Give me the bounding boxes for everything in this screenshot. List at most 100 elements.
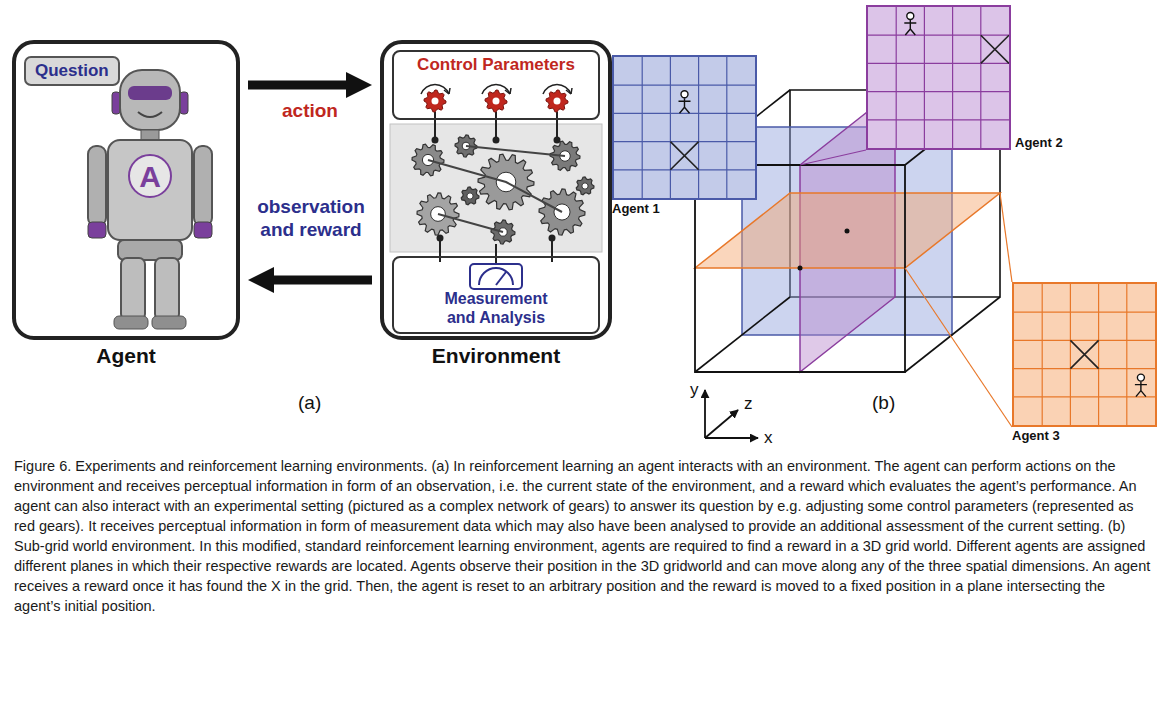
- illustration-part: [582, 183, 588, 189]
- illustration-part: [614, 169, 755, 170]
- illustration-part: [924, 7, 925, 148]
- illustration-part: [461, 187, 479, 205]
- illustration-part: [121, 258, 145, 320]
- illustration-part: [194, 146, 212, 226]
- illustration-part: [1014, 340, 1155, 341]
- illustration-part: [798, 266, 803, 271]
- illustration-part: [614, 85, 755, 86]
- illustration-part: [1014, 312, 1155, 313]
- agent-figure: [904, 13, 916, 36]
- control-gear: [421, 84, 450, 112]
- agent-figure: [679, 91, 691, 114]
- illustration-part: [614, 141, 755, 142]
- illustration-part: [546, 90, 568, 112]
- illustration-part: [670, 57, 671, 198]
- agent-figure: [1135, 374, 1147, 397]
- illustration-part: [496, 272, 506, 285]
- flow-arrow: [266, 276, 372, 285]
- illustration-part: [695, 297, 790, 372]
- illustration-part: [470, 264, 522, 289]
- illustration-part: [800, 150, 866, 165]
- measurement-box: Measurement and Analysis: [392, 256, 600, 334]
- node-text: Control Parameters: [417, 55, 575, 75]
- illustration-part: [551, 238, 553, 262]
- illustration-part: [896, 7, 897, 148]
- illustration-part: [868, 119, 1009, 120]
- illustration-part: [482, 84, 510, 94]
- illustration-part: [505, 88, 511, 94]
- illustration-part: [444, 88, 450, 94]
- grid-lines: [1014, 284, 1155, 425]
- illustration-part: [981, 35, 1009, 63]
- question-box: Question: [24, 56, 120, 86]
- illustration-part: [704, 390, 706, 438]
- illustration-part: [412, 135, 594, 244]
- illustration-part: [952, 7, 953, 148]
- illustration-part: [108, 140, 192, 240]
- illustration-part: [904, 20, 916, 35]
- robot-illustration: [88, 70, 212, 329]
- illustration-part: [845, 229, 850, 234]
- illustration-part: [155, 258, 179, 320]
- illustration-part: [1042, 284, 1043, 425]
- edge-label: observation and reward: [248, 196, 374, 242]
- illustration-part: [428, 146, 565, 232]
- illustration-part: [421, 84, 572, 112]
- illustration-part: [705, 410, 738, 438]
- illustration-part: [434, 112, 436, 140]
- illustration-part: [439, 238, 441, 262]
- illustration-part: [437, 235, 444, 242]
- illustration-part: [543, 84, 571, 94]
- grid-lines: [868, 7, 1009, 148]
- agent-box: AgentQuestion: [12, 40, 240, 340]
- illustration-part: [614, 113, 755, 114]
- illustration-part: [549, 235, 556, 242]
- node-text: Agent 3: [1012, 428, 1060, 443]
- illustration-part: [128, 86, 172, 100]
- grid-panel: Agent 3: [1012, 282, 1157, 427]
- illustration-part: [554, 98, 561, 105]
- illustration-part: [868, 35, 1009, 36]
- illustration-part: [421, 84, 449, 94]
- illustration-part: [1098, 284, 1099, 425]
- illustration-part: [905, 297, 1000, 372]
- grid-panel: Agent 2: [866, 5, 1011, 150]
- illustration-part: [424, 90, 446, 112]
- illustration-part: [1070, 340, 1098, 368]
- illustration-part: [642, 57, 643, 198]
- gear: [461, 187, 479, 205]
- node-text: Environment: [380, 344, 612, 369]
- axes: [705, 390, 758, 438]
- node-text: Agent 2: [1015, 135, 1063, 150]
- illustration-part: [390, 124, 602, 252]
- illustration-part: [695, 193, 1000, 268]
- illustration-part: [556, 112, 558, 140]
- edge-label: action: [258, 100, 362, 123]
- environment-box: EnvironmentControl ParametersMeasurement…: [380, 40, 612, 340]
- panel-label: (a): [298, 392, 321, 414]
- illustration-part: [907, 13, 914, 20]
- illustration-part: [681, 91, 688, 98]
- illustration-part: [432, 137, 439, 144]
- illustration-part: [495, 244, 497, 264]
- gear-machinery: [390, 84, 602, 289]
- illustration-part: [138, 112, 162, 117]
- illustration-part: [1014, 368, 1155, 369]
- illustration-part: [980, 7, 981, 148]
- axis-label: z: [744, 394, 753, 414]
- illustration-part: [141, 130, 159, 140]
- axis-label: y: [690, 380, 699, 400]
- illustration-part: [868, 91, 1009, 92]
- illustration-part: [670, 142, 698, 170]
- axis-label: x: [764, 428, 773, 448]
- control-gear: [482, 84, 511, 112]
- illustration-part: [698, 57, 699, 198]
- illustration-part: [726, 57, 727, 198]
- illustration-part: [180, 92, 188, 114]
- illustration-part: [485, 90, 507, 112]
- illustration-part: [88, 222, 106, 238]
- illustration-part: [566, 88, 572, 94]
- illustration-part: [120, 70, 180, 130]
- illustration-part: [112, 92, 120, 114]
